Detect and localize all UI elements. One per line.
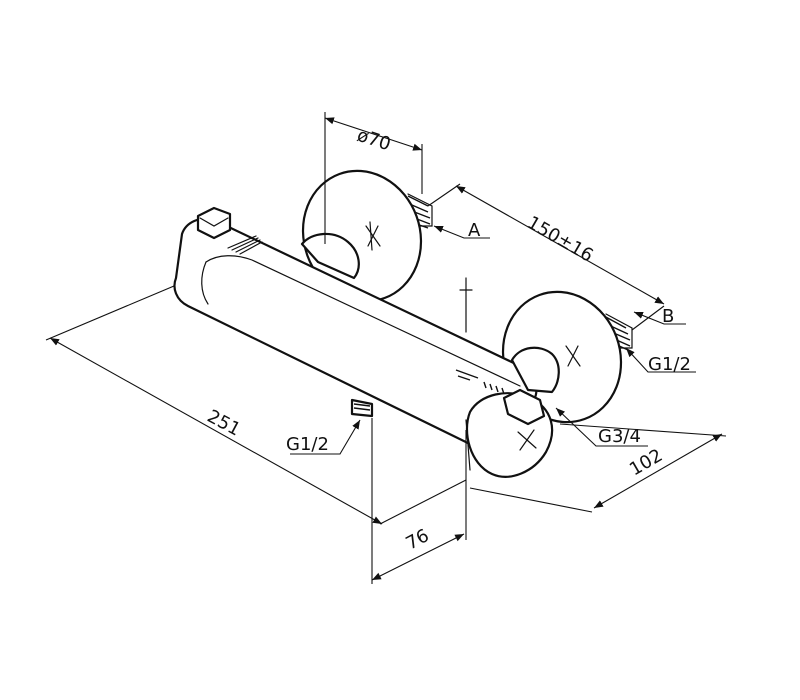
connection-elbow-upper [300, 232, 360, 280]
connection-spacing-label: 150±16 [524, 212, 597, 266]
outlet-thread-side-label: G3/4 [598, 426, 641, 447]
callout-b: B [662, 306, 674, 327]
inlet-thread-label: G1/2 [648, 354, 691, 375]
connection-elbow-lower [510, 346, 560, 394]
outlet-offset-label: 76 [402, 525, 432, 554]
diameter-label: ø70 [354, 125, 393, 155]
callout-a: A [468, 220, 481, 241]
leader-lines [290, 225, 696, 455]
bottom-outlet [350, 398, 374, 418]
dimension-lines [49, 117, 723, 581]
outlet-thread-bottom-label: G1/2 [286, 434, 329, 455]
depth-label: 102 [626, 445, 666, 480]
end-handle [465, 388, 554, 478]
